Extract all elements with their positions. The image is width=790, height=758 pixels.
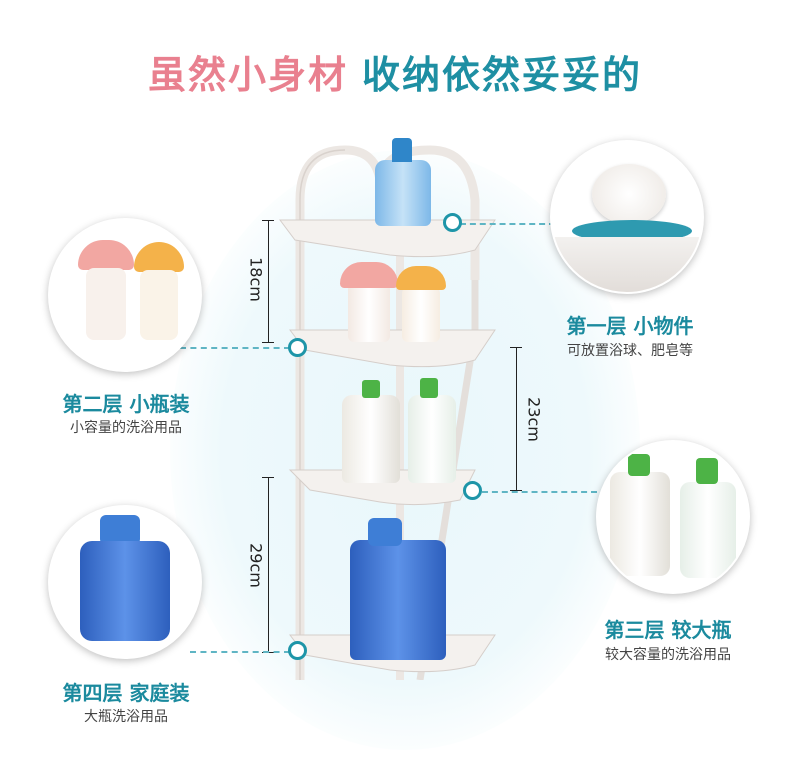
tier3-title: 第三层 较大瓶 — [604, 618, 732, 642]
mushroom-bottle-pink-icon — [78, 240, 134, 270]
dettol-bottle-icon — [680, 482, 736, 578]
dim-top-line — [268, 220, 269, 342]
dim-bottom-label: 29cm — [246, 543, 266, 588]
mushroom-bottle-orange-body — [140, 270, 178, 340]
connector-second — [180, 347, 290, 349]
hand-soap-bottle — [375, 160, 431, 226]
tier2-subtitle: 小容量的洗浴用品 — [70, 420, 182, 436]
kids-bottle-pink — [348, 280, 390, 342]
tier4-title: 第四层 家庭装 — [62, 681, 190, 705]
dim-middle-tick-lower — [510, 490, 522, 491]
kids-bottle-orange — [402, 284, 440, 342]
connector-dot-third — [463, 481, 482, 500]
dim-top-label: 18cm — [246, 257, 266, 302]
headline-part2: 收纳依然妥妥的 — [362, 53, 643, 97]
connector-fourth — [190, 651, 290, 653]
detergent-cap-icon — [100, 515, 140, 545]
mushroom-cap-orange-icon — [396, 266, 446, 290]
tier3-subtitle: 较大容量的洗浴用品 — [605, 647, 731, 663]
dettol-bottle-right — [408, 395, 456, 483]
tier2-title: 第二层 小瓶装 — [62, 392, 190, 416]
mushroom-bottle-pink-body — [86, 268, 126, 340]
detergent-bottle-icon — [80, 541, 170, 641]
dim-middle-label: 23cm — [524, 397, 544, 442]
dettol-bottle-left — [342, 395, 400, 483]
detergent-bottle — [350, 540, 446, 660]
soap-dish-icon — [572, 220, 692, 242]
connector-dot-second — [288, 338, 307, 357]
headline-part1: 虽然小身材 — [147, 53, 348, 97]
tier2-photo — [48, 218, 202, 372]
connector-dot-first — [443, 213, 462, 232]
detergent-cap-icon — [368, 518, 402, 546]
soap-pump-icon — [392, 138, 412, 162]
shelf-edge — [552, 237, 702, 292]
tier1-title: 第一层 小物件 — [566, 314, 694, 338]
headline: 虽然小身材收纳依然妥妥的 — [0, 44, 790, 99]
tier3-photo — [596, 440, 750, 594]
bath-sponge-icon — [592, 164, 666, 224]
dim-top-tick-lower — [262, 342, 274, 343]
dim-middle-line — [516, 347, 517, 490]
tier4-photo — [48, 505, 202, 659]
green-pump-icon — [362, 380, 380, 398]
green-pump-icon — [696, 458, 718, 484]
connector-third — [482, 491, 597, 493]
tier1-photo — [550, 140, 704, 294]
green-pump-icon — [628, 454, 650, 476]
mushroom-bottle-orange-icon — [134, 242, 184, 272]
green-pump-icon — [420, 378, 438, 398]
tier4-subtitle: 大瓶洗浴用品 — [84, 709, 168, 725]
connector-dot-fourth — [288, 641, 307, 660]
tier1-subtitle: 可放置浴球、肥皂等 — [567, 343, 693, 359]
mushroom-cap-pink-icon — [340, 262, 398, 288]
dim-bottom-line — [268, 477, 269, 652]
connector-first — [460, 223, 555, 225]
dettol-bottle-icon — [610, 472, 670, 576]
